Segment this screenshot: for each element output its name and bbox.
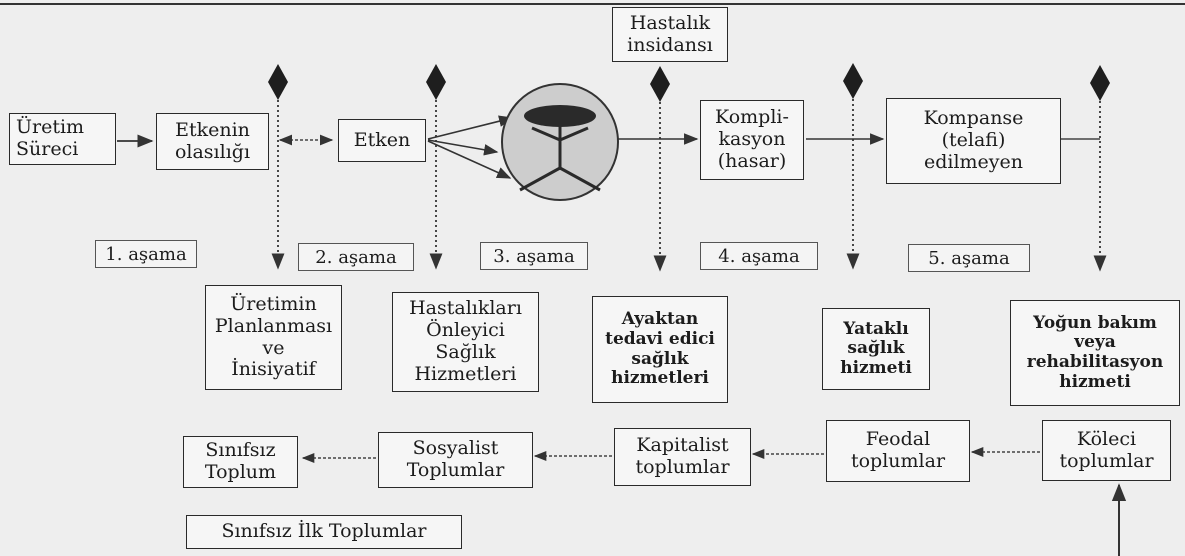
sosyalist-line2: Toplumlar (406, 459, 505, 481)
onleyici-box: Hastalıkları Önleyici Sağlık Hizmetleri (392, 292, 539, 392)
kapitalist-box: Kapitalist toplumlar (614, 428, 751, 486)
hastalik-insidansi-line2: insidansı (627, 33, 713, 56)
yogun-bakim-line3: rehabilitasyon (1026, 352, 1164, 372)
kapitalist-line2: toplumlar (635, 456, 730, 478)
kompanse-line3: edilmeyen (923, 150, 1024, 173)
koleci-line1: Köleci (1076, 427, 1137, 450)
yogun-bakim-box: Yoğun bakım veya rehabilitasyon hizmeti (1010, 300, 1180, 406)
sosyalist-line1: Sosyalist (412, 437, 499, 460)
person-leg-right (559, 166, 601, 192)
uretim-planlanmasi-box: Üretimin Planlanması ve İnisiyatif (205, 285, 342, 390)
uretim-sureci-line1: Üretim (16, 116, 85, 139)
feodal-line1: Feodal (865, 428, 931, 451)
diamond-4 (843, 63, 863, 99)
stage-1-label: 1. aşama (95, 240, 197, 268)
feodal-line2: toplumlar (850, 450, 946, 472)
komplikasyon-line3: (hasar) (717, 149, 787, 172)
ayaktan-line2: tedavi edici (605, 328, 715, 349)
arrow-etken-to-person-mid (427, 139, 499, 156)
onleyici-line2: Önleyici (426, 319, 505, 342)
person-arm-left (531, 126, 561, 142)
yatakli-box: Yataklı sağlık hizmeti (822, 308, 930, 390)
kompanse-line2: (telafi) (941, 129, 1006, 152)
kompanse-box: Kompanse (telafi) edilmeyen (886, 98, 1061, 184)
sinifsiz-ilk-box: Sınıfsız İlk Toplumlar (186, 515, 462, 549)
yatakli-line3: hizmeti (840, 357, 912, 378)
onleyici-line1: Hastalıkları (409, 297, 522, 320)
yatakli-line1: Yataklı (843, 318, 909, 339)
kompanse-line1: Kompanse (923, 107, 1024, 130)
uretim-sureci-line2: Süreci (16, 138, 79, 160)
hastalik-insidansi-line1: Hastalık (629, 11, 711, 34)
person-head (524, 105, 596, 127)
ayaktan-box: Ayaktan tedavi edici sağlık hizmetleri (592, 296, 728, 403)
komplikasyon-line1: Kompli- (715, 106, 789, 129)
onleyici-line3: Sağlık (435, 341, 496, 363)
etken-olasiligi-box: Etkenin olasılığı (156, 113, 269, 170)
uretim-sureci-box: Üretim Süreci (9, 113, 116, 165)
etken-label: Etken (353, 128, 411, 151)
person-arm-right (559, 126, 589, 142)
diamond-1 (268, 64, 288, 100)
komplikasyon-box: Kompli- kasyon (hasar) (700, 100, 804, 180)
uretim-planlanmasi-line3: ve (262, 336, 285, 359)
arrow-etken-to-person-bottom (427, 140, 512, 179)
diamond-2 (426, 64, 446, 100)
sinifsiz-toplum-box: Sınıfsız Toplum (183, 436, 298, 488)
uretim-planlanmasi-line4: İnisiyatif (231, 358, 316, 381)
sosyalist-box: Sosyalist Toplumlar (378, 432, 533, 488)
diamond-3 (650, 66, 670, 102)
person-leg-left (519, 166, 561, 192)
sinifsiz-ilk-label: Sınıfsız İlk Toplumlar (221, 520, 427, 543)
etken-box: Etken (338, 119, 426, 162)
yatakli-line2: sağlık (847, 338, 905, 359)
onleyici-line4: Hizmetleri (414, 362, 517, 385)
stage-4-label: 4. aşama (700, 242, 818, 270)
ayaktan-line4: hizmetleri (611, 368, 709, 389)
yogun-bakim-line2: veya (1074, 332, 1116, 353)
feodal-box: Feodal toplumlar (826, 420, 970, 482)
yogun-bakim-line1: Yoğun bakım (1033, 312, 1157, 333)
etken-olasiligi-line1: Etkenin (175, 118, 250, 141)
koleci-line2: toplumlar (1059, 449, 1154, 472)
etken-olasiligi-line2: olasılığı (174, 140, 251, 163)
koleci-box: Köleci toplumlar (1042, 420, 1171, 481)
komplikasyon-line2: kasyon (718, 128, 786, 151)
ayaktan-line3: sağlık (631, 348, 689, 369)
stage-2-label: 2. aşama (298, 243, 414, 271)
stage-3-label: 3. aşama (480, 242, 588, 270)
uretim-planlanmasi-line1: Üretimin (230, 292, 317, 315)
yogun-bakim-line4: hizmeti (1059, 371, 1131, 392)
sinifsiz-toplum-line2: Toplum (204, 461, 277, 483)
stage-5-label: 5. aşama (908, 244, 1030, 272)
kapitalist-line1: Kapitalist (636, 434, 729, 457)
arrow-etken-to-person-top (427, 115, 514, 140)
diamond-5 (1090, 65, 1110, 101)
ayaktan-line1: Ayaktan (621, 309, 699, 330)
uretim-planlanmasi-line2: Planlanması (214, 314, 333, 337)
hastalik-insidansi-box: Hastalık insidansı (612, 7, 728, 62)
sinifsiz-toplum-line1: Sınıfsız (205, 439, 276, 462)
